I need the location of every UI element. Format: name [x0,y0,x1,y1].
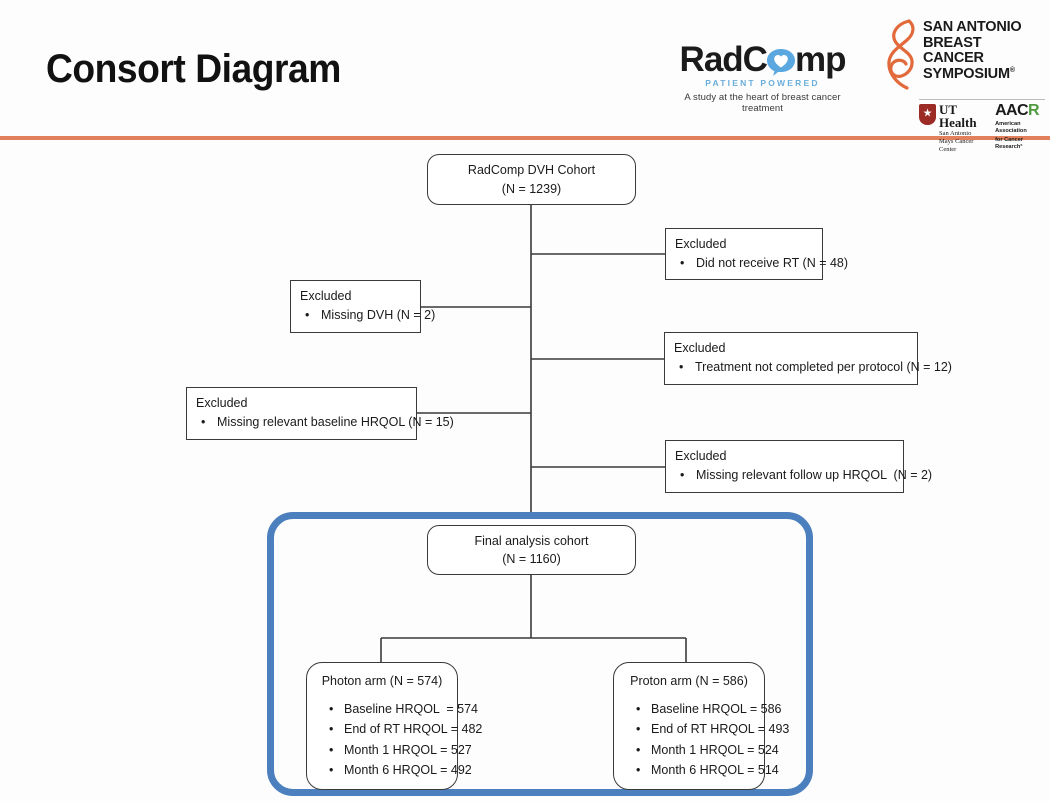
list-item: •End of RT HRQOL = 482 [329,719,482,739]
radcomp-logo: RadC mp PATIENT POWERED A study at the h… [665,42,860,114]
final-line-1: Final analysis cohort [474,533,589,548]
sabcs-wordmark: SAN ANTONIO BREAST CANCER SYMPOSIUM® [923,18,1045,83]
radcomp-wordmark: RadC mp [665,42,860,77]
sabcs-logo: SAN ANTONIO BREAST CANCER SYMPOSIUM® ★ U… [885,18,1045,153]
node-excluded-treatment-not-completed[interactable]: Excluded •Treatment not completed per pr… [664,332,952,385]
sabcs-line-1: SAN ANTONIO [923,19,1022,35]
cohort-line-2: (N = 1239) [501,181,562,196]
radcomp-subtitle: PATIENT POWERED [705,78,820,88]
node-proton-arm[interactable]: Proton arm (N = 586) •Baseline HRQOL = 5… [613,662,789,790]
photon-arm-list: •Baseline HRQOL = 574 •End of RT HRQOL =… [329,699,482,780]
bullet-icon: • [329,722,334,737]
aacr-word-a: AAC [995,102,1028,119]
radcomp-tagline: A study at the heart of breast cancer tr… [684,92,841,114]
excluded-rt-head: Excluded [675,237,727,251]
excluded-followup-item: •Missing relevant follow up HRQOL (N = 2… [680,468,933,482]
radcomp-word-right: mp [794,40,846,79]
excluded-protocol-item: •Treatment not completed per protocol (N… [679,360,952,374]
aacr-sub-1: American Association [995,121,1027,134]
ut-health-name: UT Health [939,102,977,130]
aacr-word-r: R [1027,102,1040,119]
excluded-protocol-head: Excluded [674,341,726,355]
ut-health-center: Mays Cancer Center [939,137,974,153]
radcomp-word-left: RadC [679,40,768,79]
sabcs-line-3: SYMPOSIUM [923,65,1010,82]
photon-arm-title: Photon arm (N = 574) [321,674,443,688]
aacr-sub-2: for Cancer Research° [995,136,1024,150]
excluded-dvh-head: Excluded [300,289,352,303]
bullet-icon: • [329,762,334,777]
proton-arm-list: •Baseline HRQOL = 586 •End of RT HRQOL =… [636,699,789,780]
sabcs-rule [919,99,1045,100]
excluded-baseline-item: •Missing relevant baseline HRQOL (N = 15… [201,415,454,429]
header-divider [0,136,1050,140]
ribbon-8-mark-icon [885,18,919,96]
node-excluded-missing-baseline-hrqol[interactable]: Excluded •Missing relevant baseline HRQO… [186,387,454,440]
list-item: •End of RT HRQOL = 493 [636,719,789,739]
sabcs-line-2: BREAST CANCER [923,34,984,67]
bullet-icon: • [679,360,684,374]
consort-diagram: RadComp DVH Cohort (N = 1239) Excluded •… [0,137,1050,801]
bullet-icon: • [329,702,334,716]
ut-shield-star-icon: ★ [919,104,936,125]
list-item: •Baseline HRQOL = 586 [636,699,782,719]
excluded-baseline-head: Excluded [196,396,248,410]
bullet-icon: • [329,742,334,757]
bullet-icon: • [305,308,310,322]
excluded-followup-head: Excluded [675,449,727,463]
node-final-analysis-cohort[interactable]: Final analysis cohort (N = 1160) [427,525,636,575]
cohort-line-1: RadComp DVH Cohort [467,163,596,178]
node-photon-arm[interactable]: Photon arm (N = 574) •Baseline HRQOL = 5… [306,662,482,790]
proton-arm-title: Proton arm (N = 586) [630,674,748,688]
excluded-rt-item: •Did not receive RT (N = 48) [680,256,849,270]
bullet-icon: • [636,762,641,777]
excluded-dvh-item: •Missing DVH (N = 2) [305,308,436,322]
bullet-icon: • [680,256,685,270]
sabcs-registered-mark: ® [1009,67,1015,75]
connector-lines [380,205,687,662]
bullet-icon: • [636,702,641,716]
ut-health-logo: ★ UT Health San Antonio Mays Cancer Cent… [919,103,986,153]
heart-in-speech-bubble-icon [766,45,796,76]
node-excluded-missing-followup-hrqol[interactable]: Excluded •Missing relevant follow up HRQ… [665,440,932,493]
list-item: •Month 6 HRQOL = 514 [636,760,779,780]
final-line-2: (N = 1160) [502,552,561,566]
bullet-icon: • [636,722,641,737]
page-title: Consort Diagram [46,47,341,91]
highlight-rounded-rect [267,512,813,796]
list-item: •Month 1 HRQOL = 524 [636,740,779,760]
bullet-icon: • [201,415,206,429]
bullet-icon: • [680,468,685,482]
list-item: •Baseline HRQOL = 574 [329,699,478,719]
node-excluded-missing-dvh[interactable]: Excluded •Missing DVH (N = 2) [290,280,435,333]
node-excluded-did-not-receive-rt[interactable]: Excluded •Did not receive RT (N = 48) [665,228,848,280]
list-item: •Month 6 HRQOL = 492 [329,760,472,780]
bullet-icon: • [636,742,641,757]
node-radcomp-dvh-cohort[interactable]: RadComp DVH Cohort (N = 1239) [427,154,636,205]
aacr-logo: AACR American Association for Cancer Res… [995,103,1045,151]
list-item: •Month 1 HRQOL = 527 [329,740,472,760]
ut-health-city: San Antonio [939,130,972,137]
